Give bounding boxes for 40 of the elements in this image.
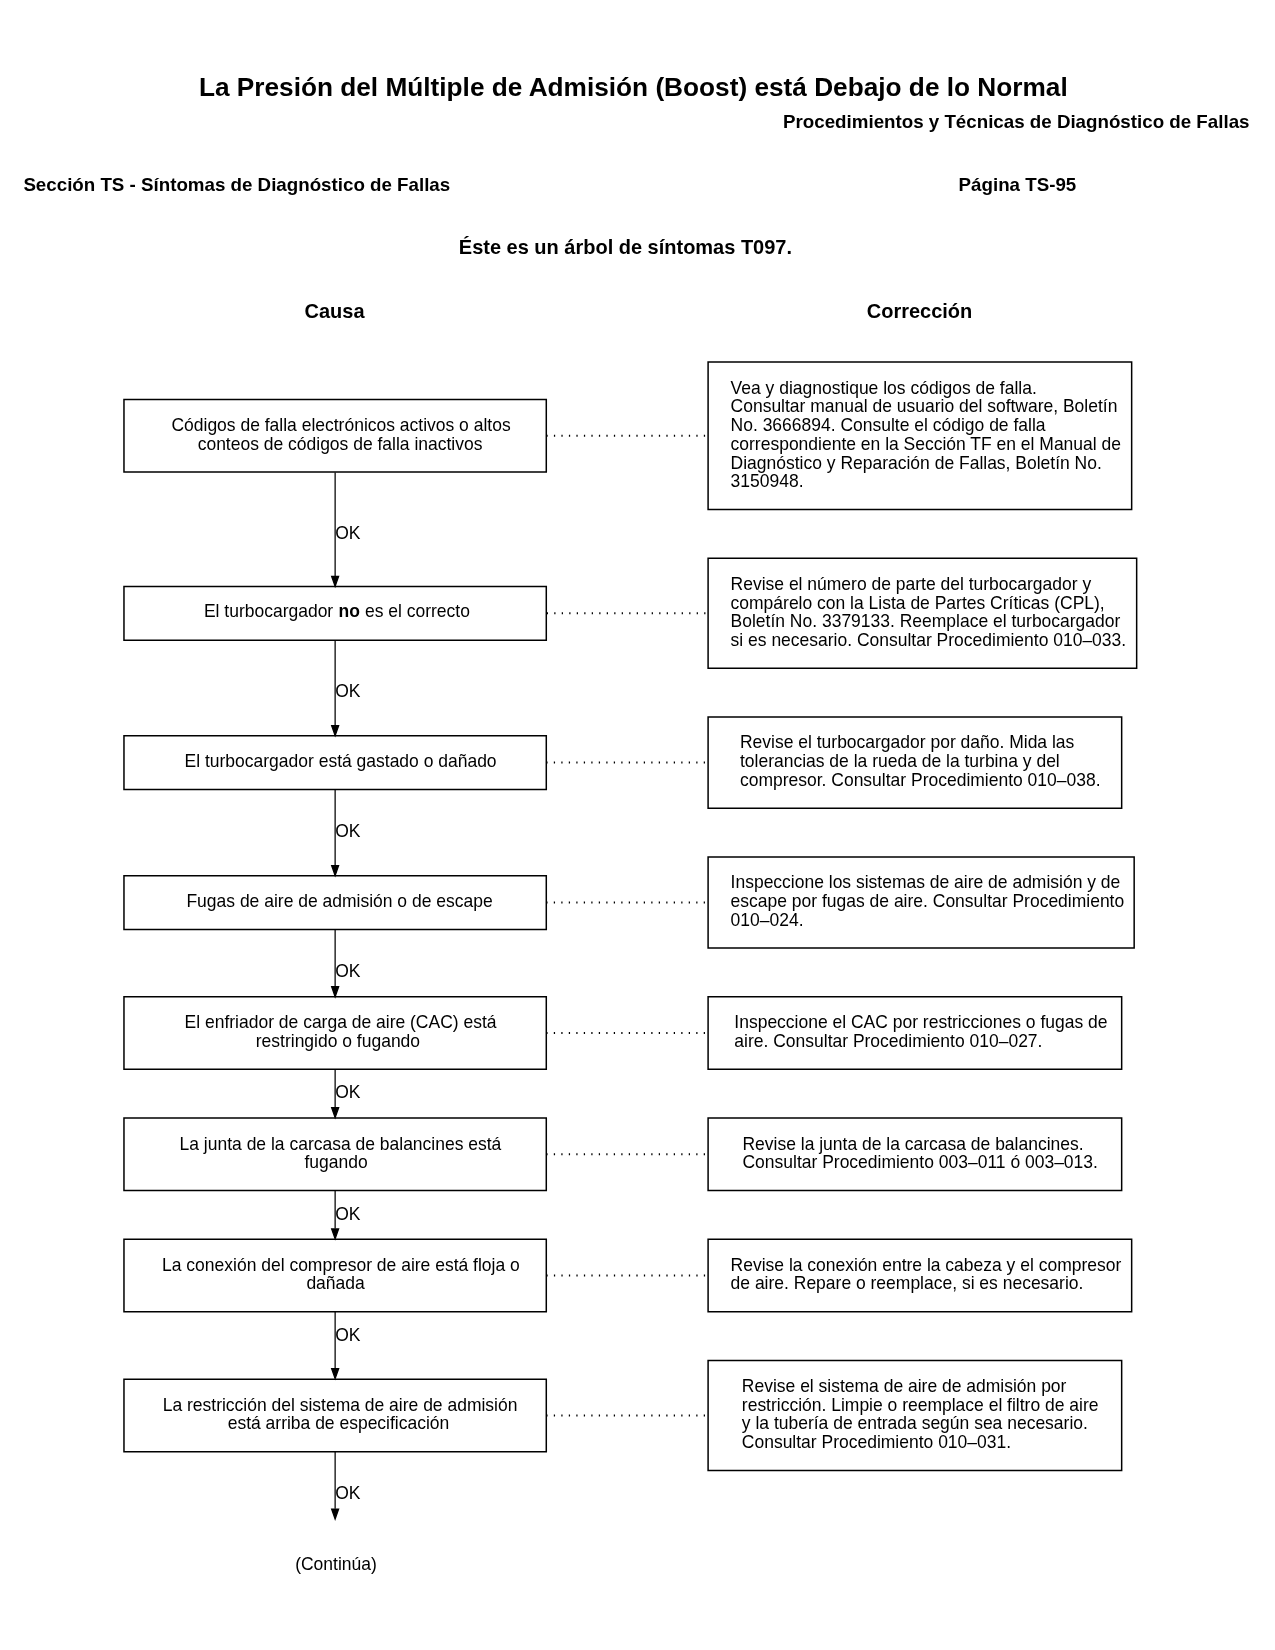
- node-box: La restricción del sistema de aire de admisión está arriba de especificación: [123, 1377, 548, 1452]
- node-box: La conexión del compresor de aire está floja o dañada: [123, 1238, 548, 1312]
- label: Éste es un árbol de síntomas T097.: [458, 235, 793, 258]
- node-box: Revise la junta de la carcasa de balancines. Consultar Procedimiento 003–011 ó 003–013.: [707, 1116, 1123, 1191]
- label: Corrección: [866, 299, 973, 322]
- node-box: Revise la conexión entre la cabeza y el compresor de aire. Repare o reemplace, si es necesario.: [707, 1238, 1133, 1312]
- edge-label: OK: [335, 1081, 361, 1102]
- edge-label: OK: [335, 1482, 361, 1503]
- arrow: [330, 928, 340, 999]
- edge-label: OK: [335, 1203, 361, 1224]
- label: Sección TS - Síntomas de Diagnóstico de Fallas: [23, 173, 451, 195]
- node-box: La junta de la carcasa de balancines está fugando: [123, 1116, 548, 1191]
- edge-label: OK: [335, 960, 361, 981]
- arrow: [330, 1189, 340, 1241]
- arrow: [330, 471, 340, 588]
- node-box: Revise el turbocargador por daño. Mida las tolerancias de la rueda de la turbina y del compresor. Consultar Procedimiento 010–038.: [707, 715, 1123, 809]
- node-box: Fugas de aire de admisión o de escape: [123, 874, 548, 930]
- label: Página TS-95: [958, 173, 1077, 195]
- node-box: El turbocargador no es el correcto: [123, 585, 548, 641]
- node-box: Revise el número de parte del turbocargador y compárelo con la Lista de Partes Críticas (CPL), Boletín No. 3379133. Reemplace el turbocargador si es necesario. Consultar Procedimiento 010–033.: [707, 557, 1138, 669]
- edge-label: OK: [335, 1324, 361, 1345]
- label: Causa: [304, 299, 365, 322]
- label: (Continúa): [295, 1553, 377, 1574]
- node-box: Inspeccione los sistemas de aire de admisión y de escape por fugas de aire. Consultar Procedimiento 010–024.: [707, 855, 1135, 949]
- edge-label: OK: [335, 820, 361, 841]
- node-box: El turbocargador está gastado o dañado: [123, 734, 548, 790]
- arrow: [330, 1450, 340, 1521]
- edge-label: OK: [335, 680, 361, 701]
- edge-label: OK: [335, 522, 361, 543]
- node-box: Inspeccione el CAC por restricciones o fugas de aire. Consultar Procedimiento 010–027.: [707, 995, 1123, 1070]
- node-box: Códigos de falla electrónicos activos o altos conteos de códigos de falla inactivos: [123, 398, 548, 473]
- arrow: [330, 1310, 340, 1381]
- arrow: [330, 639, 340, 738]
- arrow: [330, 788, 340, 877]
- label: Procedimientos y Técnicas de Diagnóstico de Fallas: [783, 110, 1250, 132]
- node-box: El enfriador de carga de aire (CAC) está restringido o fugando: [123, 995, 548, 1070]
- node-box: Vea y diagnostique los códigos de falla. Consultar manual de usuario del software, Boletín No. 3666894. Consulte el código de falla correspondiente en la Sección TF en el Manual de Diagnóstico y Reparación de Fallas, Boletín No. 3150948.: [707, 360, 1133, 510]
- arrow: [330, 1068, 340, 1120]
- node-box: Revise el sistema de aire de admisión por restricción. Limpie o reemplace el filtro de aire y la tubería de entrada según sea necesario. Consultar Procedimiento 010–031.: [707, 1359, 1123, 1471]
- diagram-title: La Presión del Múltiple de Admisión (Boost) está Debajo de lo Normal: [198, 71, 1068, 102]
